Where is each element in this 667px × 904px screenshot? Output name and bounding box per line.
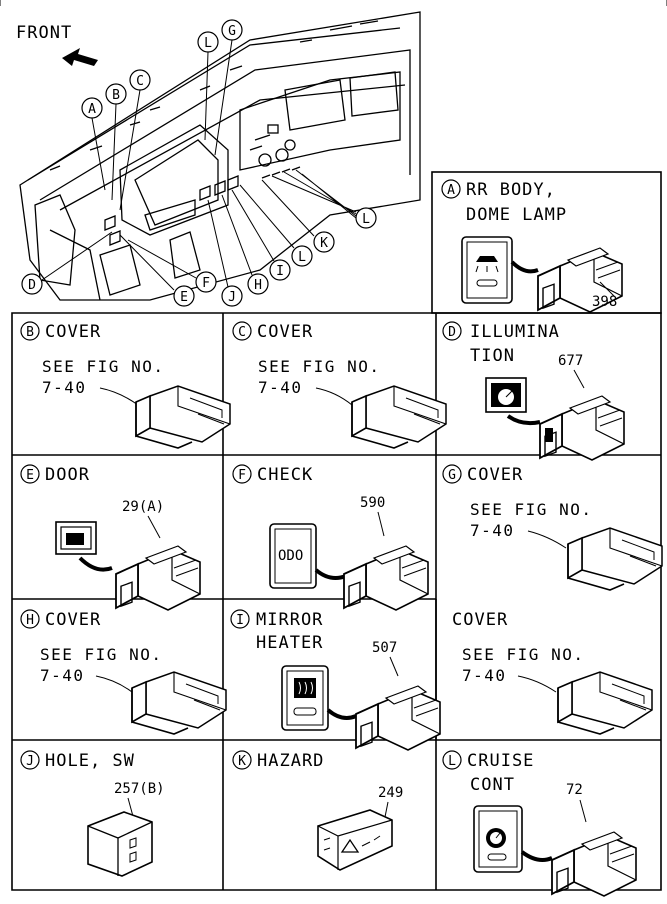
callout-E	[173, 285, 195, 307]
svg-text:HEATER: HEATER	[256, 633, 323, 653]
callout-D	[21, 273, 43, 295]
svg-text:677: 677	[558, 353, 583, 369]
svg-text:SEE FIG NO.: SEE FIG NO.	[258, 357, 380, 376]
svg-text:C: C	[238, 325, 246, 340]
callout-F	[195, 271, 217, 293]
svg-text:D: D	[28, 278, 36, 293]
svg-text:A: A	[88, 102, 96, 117]
hazard-icon	[340, 838, 360, 853]
svg-text:SEE FIG NO.: SEE FIG NO.	[462, 645, 584, 664]
svg-text:RR BODY,: RR BODY,	[466, 180, 556, 200]
callout-I	[269, 259, 291, 281]
front-arrow-icon	[62, 48, 98, 66]
callout-K	[313, 231, 335, 253]
svg-text:HOLE, SW: HOLE, SW	[45, 751, 135, 771]
panel-H: H COVER SEE FIG NO. 7-40	[20, 609, 227, 735]
svg-text:E: E	[26, 468, 34, 483]
odo-label: ODO	[278, 548, 303, 564]
panel-A: A RR BODY, DOME LAMP 398	[441, 179, 623, 313]
svg-text:72: 72	[566, 782, 583, 798]
panel-K: K HAZARD 249	[232, 750, 403, 871]
svg-text:H: H	[26, 613, 34, 628]
svg-text:L: L	[298, 250, 306, 265]
panel-D: D ILLUMINA TION 677	[442, 321, 625, 461]
dome-lamp-icon	[476, 256, 498, 262]
svg-text:7-40: 7-40	[258, 378, 303, 397]
svg-text:7-40: 7-40	[470, 521, 515, 540]
callout-J	[221, 285, 243, 307]
svg-text:HAZARD: HAZARD	[257, 751, 324, 771]
panel-I: I MIRROR HEATER 507	[230, 609, 441, 751]
svg-text:398: 398	[592, 294, 617, 310]
svg-text:MIRROR: MIRROR	[256, 610, 323, 630]
svg-text:B: B	[112, 88, 120, 103]
svg-text:I: I	[276, 264, 284, 279]
svg-text:CONT: CONT	[470, 775, 515, 795]
svg-text:D: D	[448, 325, 456, 340]
svg-text:590: 590	[360, 495, 385, 511]
svg-text:K: K	[320, 236, 328, 251]
svg-text:C: C	[136, 74, 144, 89]
svg-text:G: G	[448, 468, 456, 483]
svg-text:K: K	[238, 754, 246, 769]
svg-text:TION: TION	[470, 346, 515, 366]
callout-markers	[21, 19, 377, 307]
svg-text:COVER: COVER	[45, 322, 101, 342]
svg-text:7-40: 7-40	[42, 378, 87, 397]
panel-L: L CRUISE CONT 72	[442, 750, 637, 897]
svg-text:COVER: COVER	[467, 465, 523, 485]
svg-text:DOME LAMP: DOME LAMP	[466, 205, 567, 225]
svg-text:COVER: COVER	[45, 610, 101, 630]
svg-text:L: L	[204, 36, 212, 51]
svg-text:COVER: COVER	[257, 322, 313, 342]
svg-text:F: F	[238, 468, 246, 483]
panel-C: C COVER SEE FIG NO. 7-40	[232, 321, 447, 449]
svg-text:CHECK: CHECK	[257, 465, 313, 485]
svg-text:COVER: COVER	[452, 610, 508, 630]
svg-text:249: 249	[378, 785, 403, 801]
panel-J: J HOLE, SW 257(B)	[20, 750, 165, 877]
callout-H	[247, 273, 269, 295]
svg-text:I: I	[236, 613, 244, 628]
svg-text:J: J	[26, 754, 34, 769]
svg-text:L: L	[448, 754, 456, 769]
dashboard-illustration	[19, 11, 421, 301]
svg-text:E: E	[180, 290, 188, 305]
svg-text:L: L	[362, 212, 370, 227]
svg-text:7-40: 7-40	[462, 666, 507, 685]
panel-G: G COVER SEE FIG NO. 7-40	[442, 464, 663, 591]
svg-text:257(B): 257(B)	[114, 781, 165, 797]
svg-text:F: F	[202, 276, 210, 291]
panel-B: B COVER SEE FIG NO. 7-40	[20, 321, 231, 449]
svg-text:A: A	[447, 183, 455, 198]
svg-text:SEE FIG NO.: SEE FIG NO.	[470, 500, 592, 519]
panel-F: F CHECK 590 ODO	[232, 464, 429, 611]
front-label: FRONT	[16, 23, 72, 43]
svg-text:507: 507	[372, 640, 397, 656]
svg-text:DOOR: DOOR	[45, 465, 90, 485]
svg-text:G: G	[228, 24, 236, 39]
svg-text:B: B	[26, 325, 34, 340]
svg-text:ILLUMINA: ILLUMINA	[470, 322, 560, 342]
callout-L-mid	[291, 245, 313, 267]
svg-text:CRUISE: CRUISE	[467, 751, 534, 771]
panel-cover-unlabeled: COVER SEE FIG NO. 7-40	[452, 610, 653, 735]
panel-E: E DOOR 29(A)	[20, 464, 201, 611]
svg-text:SEE FIG NO.: SEE FIG NO.	[42, 357, 164, 376]
svg-text:7-40: 7-40	[40, 666, 85, 685]
svg-text:H: H	[254, 278, 262, 293]
svg-text:29(A): 29(A)	[122, 499, 164, 515]
svg-text:SEE FIG NO.: SEE FIG NO.	[40, 645, 162, 664]
svg-text:J: J	[228, 290, 236, 305]
